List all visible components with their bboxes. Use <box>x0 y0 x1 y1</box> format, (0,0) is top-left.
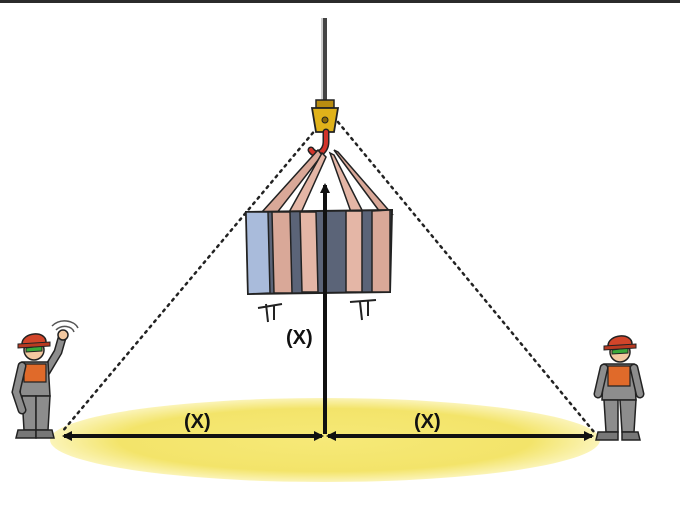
exclusion-zone <box>50 398 600 482</box>
top-border <box>0 0 680 3</box>
crane-cable <box>321 18 327 104</box>
right-distance-label: (X) <box>414 411 441 433</box>
dotted-line-left <box>60 120 324 434</box>
dotted-line-right <box>336 120 596 434</box>
vertical-distance-label: (X) <box>286 327 313 349</box>
crane-hook-icon <box>307 99 340 158</box>
left-distance-label: (X) <box>184 411 211 433</box>
load-icon <box>244 208 394 323</box>
worker-right-icon <box>593 335 645 441</box>
worker-left-icon <box>11 320 79 439</box>
